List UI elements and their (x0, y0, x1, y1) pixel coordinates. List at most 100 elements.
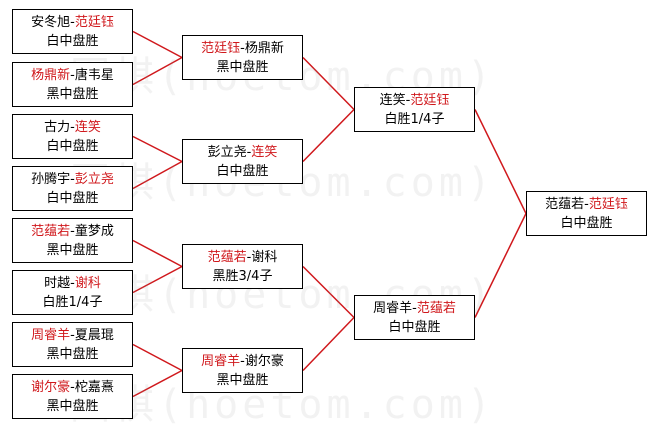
player-separator: - (70, 327, 75, 343)
player-separator: - (584, 196, 589, 212)
match-players: 周睿羊-范蕴若 (355, 299, 474, 318)
connector-line (132, 160, 183, 190)
match-box: 谢尔豪-柁嘉熹黑中盘胜 (12, 374, 133, 419)
match-players: 周睿羊-夏晨琨 (13, 326, 132, 345)
connector-line (474, 109, 527, 214)
match-result: 黑中盘胜 (216, 372, 269, 388)
match-result: 白中盘胜 (216, 163, 269, 179)
player-white: 谢科 (74, 275, 101, 291)
match-box: 杨鼎新-唐韦星黑中盘胜 (12, 62, 133, 107)
player-white: 范廷钰 (74, 14, 114, 30)
match-box: 周睿羊-范蕴若白中盘胜 (354, 295, 475, 340)
match-players: 彭立尧-连笑 (183, 143, 302, 162)
player-separator: - (70, 223, 75, 239)
match-result: 黑中盘胜 (216, 59, 269, 75)
player-white: 连笑 (251, 144, 278, 160)
match-players: 周睿羊-谢尔豪 (183, 352, 302, 371)
connector-line (302, 56, 355, 111)
player-separator: - (246, 144, 252, 160)
match-box: 范廷钰-杨鼎新黑中盘胜 (182, 35, 303, 80)
player-separator: - (240, 353, 245, 369)
match-result: 白中盘胜 (46, 33, 99, 49)
player-black: 谢尔豪 (31, 379, 71, 395)
match-box: 周睿羊-谢尔豪黑中盘胜 (182, 348, 303, 393)
match-players: 谢尔豪-柁嘉熹 (13, 378, 132, 397)
player-separator: - (246, 249, 252, 265)
connector-line (132, 239, 183, 268)
player-black: 范蕴若 (545, 196, 585, 212)
match-players: 孙腾宇-彭立尧 (13, 170, 132, 189)
match-box: 孙腾宇-彭立尧白中盘胜 (12, 166, 133, 211)
match-players: 范蕴若-童梦成 (13, 222, 132, 241)
player-white: 谢尔豪 (244, 353, 284, 369)
player-black: 范蕴若 (31, 223, 71, 239)
player-separator: - (70, 14, 75, 30)
connector-line (302, 316, 355, 372)
match-players: 安冬旭-范廷钰 (13, 13, 132, 32)
connector-line (474, 213, 527, 318)
player-white: 范廷钰 (588, 196, 628, 212)
match-box: 安冬旭-范廷钰白中盘胜 (12, 9, 133, 54)
match-result: 黑中盘胜 (46, 242, 99, 258)
player-black: 范廷钰 (201, 40, 241, 56)
match-box: 连笑-范廷钰白胜1/4子 (354, 87, 475, 132)
match-result: 白胜1/4子 (42, 294, 103, 310)
match-result: 白中盘胜 (46, 190, 99, 206)
player-separator: - (412, 300, 417, 316)
player-black: 周睿羊 (31, 327, 71, 343)
player-separator: - (70, 119, 75, 135)
connector-line (132, 30, 183, 59)
match-players: 范蕴若-范廷钰 (527, 195, 646, 214)
player-white: 童梦成 (74, 223, 114, 239)
connector-line (302, 265, 355, 319)
match-result: 黑中盘胜 (46, 86, 99, 102)
match-result: 白中盘胜 (388, 319, 441, 335)
player-white: 柁嘉熹 (74, 379, 114, 395)
player-black: 杨鼎新 (31, 67, 71, 83)
player-black: 彭立尧 (207, 144, 247, 160)
player-black: 孙腾宇 (31, 171, 71, 187)
player-separator: - (70, 379, 75, 395)
match-result: 白中盘胜 (560, 215, 613, 231)
player-black: 周睿羊 (201, 353, 241, 369)
match-box: 范蕴若-童梦成黑中盘胜 (12, 218, 133, 263)
connector-line (132, 265, 183, 294)
player-white: 连笑 (74, 119, 101, 135)
player-white: 彭立尧 (74, 171, 114, 187)
player-separator: - (240, 40, 245, 56)
match-box: 范蕴若-范廷钰白中盘胜 (526, 191, 647, 236)
player-white: 夏晨琨 (74, 327, 114, 343)
match-result: 黑中盘胜 (46, 346, 99, 362)
match-players: 范廷钰-杨鼎新 (183, 39, 302, 58)
player-white: 谢科 (251, 249, 278, 265)
player-separator: - (70, 67, 75, 83)
match-result: 黑胜3/4子 (212, 268, 273, 284)
player-white: 范蕴若 (416, 300, 456, 316)
connector-line (132, 343, 183, 372)
match-box: 范蕴若-谢科黑胜3/4子 (182, 244, 303, 289)
player-black: 连笑 (379, 92, 406, 108)
connector-line (132, 56, 183, 86)
match-players: 古力-连笑 (13, 118, 132, 137)
connector-line (302, 108, 355, 163)
match-result: 白中盘胜 (46, 138, 99, 154)
player-separator: - (70, 171, 75, 187)
player-black: 安冬旭 (31, 14, 71, 30)
match-box: 周睿羊-夏晨琨黑中盘胜 (12, 322, 133, 367)
match-box: 时越-谢科白胜1/4子 (12, 270, 133, 315)
connector-line (132, 135, 183, 163)
match-players: 连笑-范廷钰 (355, 91, 474, 110)
connector-line (132, 369, 183, 398)
player-white: 范廷钰 (410, 92, 450, 108)
match-players: 时越-谢科 (13, 274, 132, 293)
match-box: 古力-连笑白中盘胜 (12, 114, 133, 159)
player-white: 唐韦星 (74, 67, 114, 83)
player-black: 古力 (44, 119, 71, 135)
player-black: 周睿羊 (373, 300, 413, 316)
player-black: 范蕴若 (207, 249, 247, 265)
match-result: 黑中盘胜 (46, 398, 99, 414)
player-black: 时越 (44, 275, 71, 291)
match-box: 彭立尧-连笑白中盘胜 (182, 139, 303, 184)
player-white: 杨鼎新 (244, 40, 284, 56)
